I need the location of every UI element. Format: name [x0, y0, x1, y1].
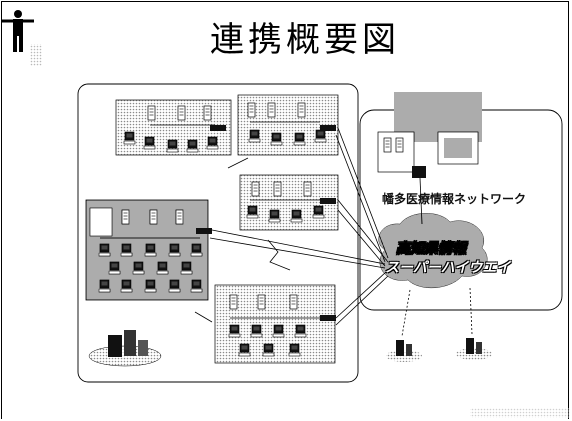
- regional-network-label: 幡多医療情報ネットワーク: [382, 192, 527, 206]
- site-hospital-a: [115, 99, 232, 156]
- site-remote-right: [456, 338, 492, 360]
- site-remote-left: [386, 340, 422, 362]
- highway-label-line1: 高知県情報: [396, 241, 467, 258]
- site-hospital-b: [237, 94, 339, 156]
- cloud-shape: [378, 213, 488, 289]
- site-hospital-e: [214, 284, 336, 364]
- site-hospital-c: [239, 174, 339, 231]
- site-hospital-d: [85, 199, 212, 301]
- network-links: [209, 127, 473, 337]
- data-center-icon: [377, 92, 482, 178]
- highway-label-line2: スーパーハイウエイ: [385, 260, 511, 276]
- page-title: 連携概要図: [210, 20, 400, 60]
- human-figure-icon: [2, 10, 42, 66]
- building-icon: [88, 330, 162, 367]
- regional-network-frame: [77, 83, 359, 383]
